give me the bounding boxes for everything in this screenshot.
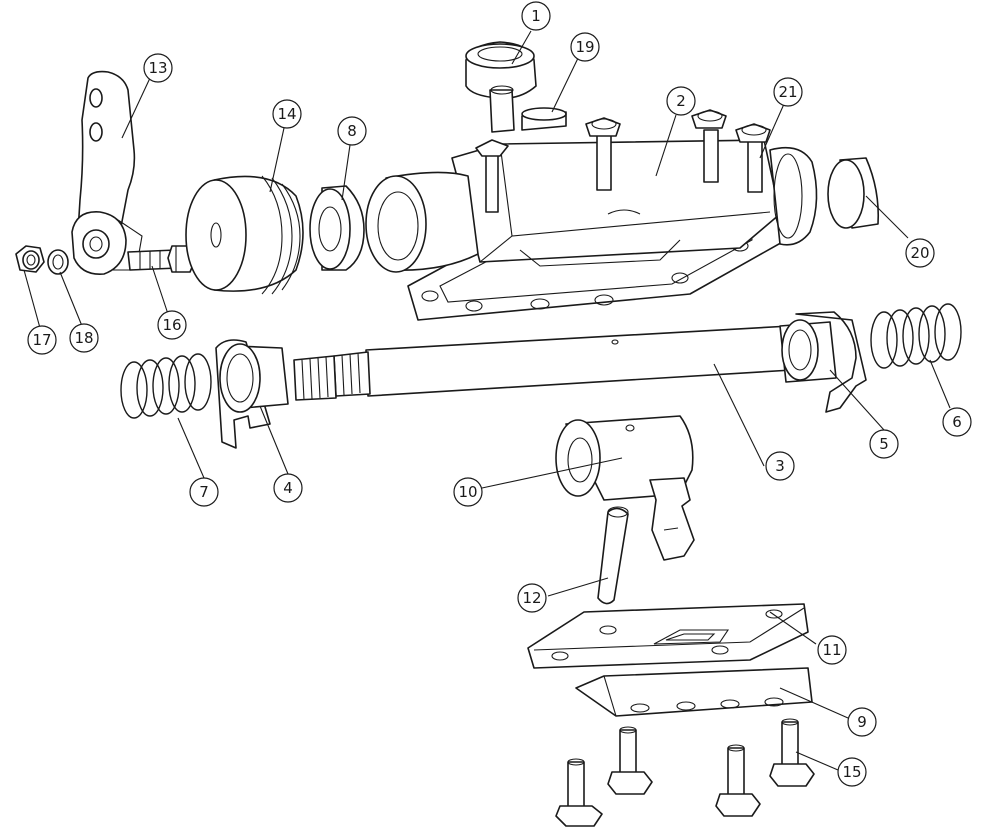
- callout-15-label: 15: [842, 763, 861, 781]
- part-2-housing: [365, 109, 818, 321]
- callout-15: 15: [837, 757, 867, 787]
- callout-14-label: 14: [277, 105, 296, 123]
- part-5-collar: [779, 311, 867, 413]
- part-15-bolts: [555, 718, 815, 827]
- bolt-c: [715, 744, 761, 817]
- part-19-plug: [521, 107, 567, 131]
- callout-10: 10: [453, 477, 483, 507]
- callout-18-label: 18: [74, 329, 93, 347]
- callout-20-label: 20: [910, 244, 929, 262]
- callout-4-label: 4: [283, 479, 293, 497]
- callout-6-label: 6: [952, 413, 962, 431]
- callout-13: 13: [143, 53, 173, 83]
- callout-19: 19: [570, 32, 600, 62]
- callout-10-label: 10: [458, 483, 477, 501]
- part-7-spring: [120, 353, 212, 419]
- callout-1: 1: [521, 1, 551, 31]
- part-9-gasket: [575, 667, 813, 717]
- callout-7: 7: [189, 477, 219, 507]
- callout-3-label: 3: [775, 457, 785, 475]
- callout-16: 16: [157, 310, 187, 340]
- callout-9: 9: [847, 707, 877, 737]
- part-10-shift-fork: [555, 415, 695, 561]
- callout-17: 17: [27, 325, 57, 355]
- part-12-pin: [597, 506, 629, 605]
- callout-5-label: 5: [879, 435, 889, 453]
- callout-5: 5: [869, 429, 899, 459]
- part-8-bushing: [309, 185, 365, 271]
- callout-2-label: 2: [676, 92, 686, 110]
- callout-12-label: 12: [522, 589, 541, 607]
- callout-16-label: 16: [162, 316, 181, 334]
- part-20-seal-ring: [827, 157, 880, 229]
- callout-7-label: 7: [199, 483, 209, 501]
- callout-17-label: 17: [32, 331, 51, 349]
- callout-14: 14: [272, 99, 302, 129]
- part-4-collar: [215, 339, 289, 449]
- callout-2: 2: [666, 86, 696, 116]
- callout-20: 20: [905, 238, 935, 268]
- callout-9-label: 9: [857, 713, 867, 731]
- bolt-d: [769, 718, 815, 787]
- part-3-shaft: [293, 325, 797, 401]
- callout-4: 4: [273, 473, 303, 503]
- callout-18: 18: [69, 323, 99, 353]
- callout-19-label: 19: [575, 38, 594, 56]
- callout-21-label: 21: [778, 83, 797, 101]
- bolt-a: [555, 758, 603, 827]
- callout-6: 6: [942, 407, 972, 437]
- part-18-washer: [47, 249, 69, 275]
- part-17-nut: [15, 245, 45, 273]
- callout-1-label: 1: [531, 7, 541, 25]
- leader-lines: [23, 30, 951, 771]
- callout-11-label: 11: [822, 641, 841, 659]
- part-14-pulley: [185, 175, 304, 295]
- callout-12: 12: [517, 583, 547, 613]
- part-13-lever-arm: [71, 70, 143, 275]
- part-11-cover-plate: [527, 603, 809, 669]
- part-1-cap: [465, 41, 537, 133]
- callout-3: 3: [765, 451, 795, 481]
- part-6-spring: [870, 303, 962, 369]
- part-16-bolt: [127, 245, 197, 273]
- callout-21: 21: [773, 77, 803, 107]
- callout-13-label: 13: [148, 59, 167, 77]
- callout-8-label: 8: [347, 122, 357, 140]
- bolt-b: [607, 726, 653, 795]
- callout-11: 11: [817, 635, 847, 665]
- callout-8: 8: [337, 116, 367, 146]
